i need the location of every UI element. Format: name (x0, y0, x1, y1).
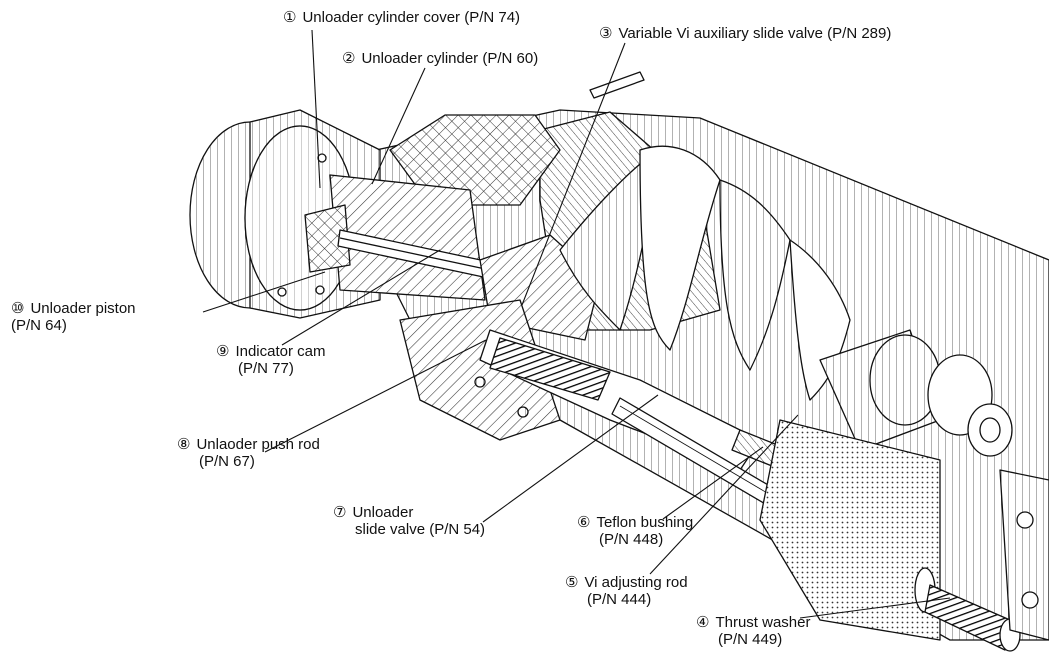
leader-c2 (371, 67, 426, 185)
thrust-washer (914, 567, 1021, 652)
callout-text: Unlaoder push rod (196, 436, 320, 453)
callout-number: ⑨ (216, 343, 230, 360)
rotor-shaft-bearing (819, 329, 1013, 457)
callout-text: Thrust washer (715, 614, 811, 631)
leader-c4 (799, 597, 951, 619)
leader-c10 (202, 271, 326, 313)
callout-number: ⑩ (11, 300, 25, 317)
end-housing-dotted (759, 419, 941, 641)
callout-number: ⑥ (577, 514, 591, 531)
callout-part-number: (P/N 64) (11, 317, 67, 334)
callout-number: ① (283, 9, 297, 26)
leader-c6 (662, 446, 764, 520)
leader-c3 (521, 42, 626, 306)
callout-vi-adjusting-rod: ⑤ Vi adjusting rod (P/N 444) (565, 574, 688, 608)
callout-number: ⑦ (333, 504, 347, 521)
callout-number: ⑧ (177, 436, 191, 453)
leader-c7 (482, 394, 659, 523)
callout-part-number: (P/N 449) (718, 631, 783, 648)
callout-number: ② (342, 50, 356, 67)
unloader-spring (489, 337, 611, 401)
callout-part-number: (P/N 444) (587, 591, 652, 608)
callout-text: Teflon bushing (596, 514, 694, 531)
callout-unloader-slide-valve: ⑦ Unloader slide valve (P/N 54) (333, 504, 485, 538)
callout-unloader-push-rod: ⑧ Unlaoder push rod (P/N 67) (177, 436, 320, 470)
leader-c8 (264, 339, 487, 453)
callout-number: ④ (696, 614, 710, 631)
callout-number: ⑤ (565, 574, 579, 591)
callout-number: ③ (599, 25, 613, 42)
leader-c1 (311, 29, 321, 189)
callout-text: Unloader piston (30, 300, 136, 317)
callout-text: Vi adjusting rod (584, 574, 688, 591)
callout-variable-vi-slide-valve: ③ Variable Vi auxiliary slide valve (P/N … (599, 25, 891, 42)
callout-unloader-cylinder: ② Unloader cylinder (P/N 60) (342, 50, 538, 67)
callout-text: Variable Vi auxiliary slide valve (P/N 2… (618, 25, 892, 42)
callout-part-number: (P/N 77) (238, 360, 294, 377)
callout-thrust-washer: ④ Thrust washer (P/N 449) (696, 614, 811, 648)
leader-lines (202, 29, 951, 619)
lower-casing-section (399, 299, 561, 441)
leader-c5 (649, 414, 799, 575)
callout-unloader-cylinder-cover: ① Unloader cylinder cover (P/N 74) (283, 9, 520, 26)
callout-indicator-cam: ⑨ Indicator cam (P/N 77) (216, 343, 326, 377)
callout-text: Unloader cylinder (P/N 60) (361, 50, 539, 67)
callout-teflon-bushing: ⑥ Teflon bushing (P/N 448) (577, 514, 693, 548)
callout-text: Unloader (352, 504, 414, 521)
callout-text: Indicator cam (235, 343, 326, 360)
callout-part-number: (P/N 67) (199, 453, 255, 470)
callout-text-cont: slide valve (P/N 54) (355, 521, 486, 538)
callout-text: Unloader cylinder cover (P/N 74) (302, 9, 521, 26)
callout-unloader-piston: ⑩ Unloader piston (P/N 64) (11, 300, 136, 334)
callout-part-number: (P/N 448) (599, 531, 664, 548)
leader-c9 (281, 249, 441, 346)
machine-drawing (189, 71, 1049, 652)
unloader-piston (304, 204, 351, 273)
